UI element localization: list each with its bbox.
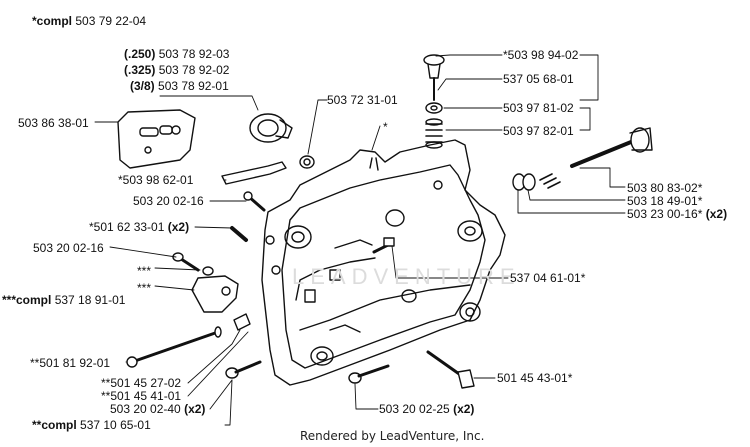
label-503-97-81-02: 503 97 81-02 (503, 101, 574, 115)
label-compl-537-10-65-01: **compl 537 10 65-01 (32, 418, 151, 432)
label-537-05-68-01: 537 05 68-01 (503, 72, 574, 86)
label-537-04-61-01: 537 04 61-01* (510, 271, 586, 285)
label-501-81-92-01: **501 81 92-01 (30, 356, 111, 370)
label-503-80-83-02: 503 80 83-02* (627, 181, 703, 195)
guide-plate (117, 109, 196, 169)
label-star: * (383, 120, 388, 134)
label-pitch-38: (3/8) 503 78 92-01 (130, 79, 229, 93)
label-503-98-62-01: *503 98 62-01 (118, 173, 194, 187)
label-501-62-33-01: *501 62 33-01 (x2) (89, 220, 190, 234)
label-503-20-02-16-a: 503 20 02-16 (133, 194, 204, 208)
long-bolt (126, 313, 251, 368)
clutch-cover-housing (261, 139, 506, 386)
bottom-bolts (225, 350, 475, 389)
center-pin (372, 237, 395, 254)
label-503-23-00-16: 503 23 00-16* (x2) (627, 207, 728, 221)
tensioner-bolt (512, 127, 653, 191)
label-stars-1: *** (137, 264, 152, 278)
label-501-45-41-01: **501 45 41-01 (101, 389, 182, 403)
adjuster-screw-stack (423, 54, 445, 149)
label-501-45-27-02: **501 45 27-02 (101, 376, 182, 390)
label-compl-top: *compl 503 79 22-04 (32, 14, 147, 28)
label-503-72-31-01: 503 72 31-01 (327, 93, 398, 107)
tensioner-link (221, 161, 287, 185)
label-503-86-38-01: 503 86 38-01 (18, 116, 89, 130)
label-503-18-49-01: 503 18 49-01* (627, 194, 703, 208)
label-compl-537-18-91-01: ***compl 537 18 91-01 (2, 293, 126, 307)
label-pitch-325: (.325) 503 78 92-02 (124, 63, 230, 77)
small-screws (172, 191, 266, 276)
label-stars-2: *** (137, 281, 152, 295)
footer-credit: Rendered by LeadVenture, Inc. (300, 429, 485, 443)
label-503-20-02-16-b: 503 20 02-16 (33, 241, 104, 255)
tensioner-assembly (249, 113, 315, 169)
watermark: LEADVENTURE (292, 264, 521, 289)
label-503-97-82-01: 503 97 82-01 (503, 124, 574, 138)
label-501-45-43-01: 501 45 43-01* (497, 371, 573, 385)
chain-catcher (191, 275, 239, 313)
leader-lines (94, 54, 626, 426)
label-503-98-94-02: *503 98 94-02 (503, 48, 579, 62)
label-503-20-02-40: 503 20 02-40 (x2) (110, 402, 206, 416)
label-503-20-02-25: 503 20 02-25 (x2) (379, 402, 475, 416)
label-pitch-250: (.250) 503 78 92-03 (124, 47, 230, 61)
